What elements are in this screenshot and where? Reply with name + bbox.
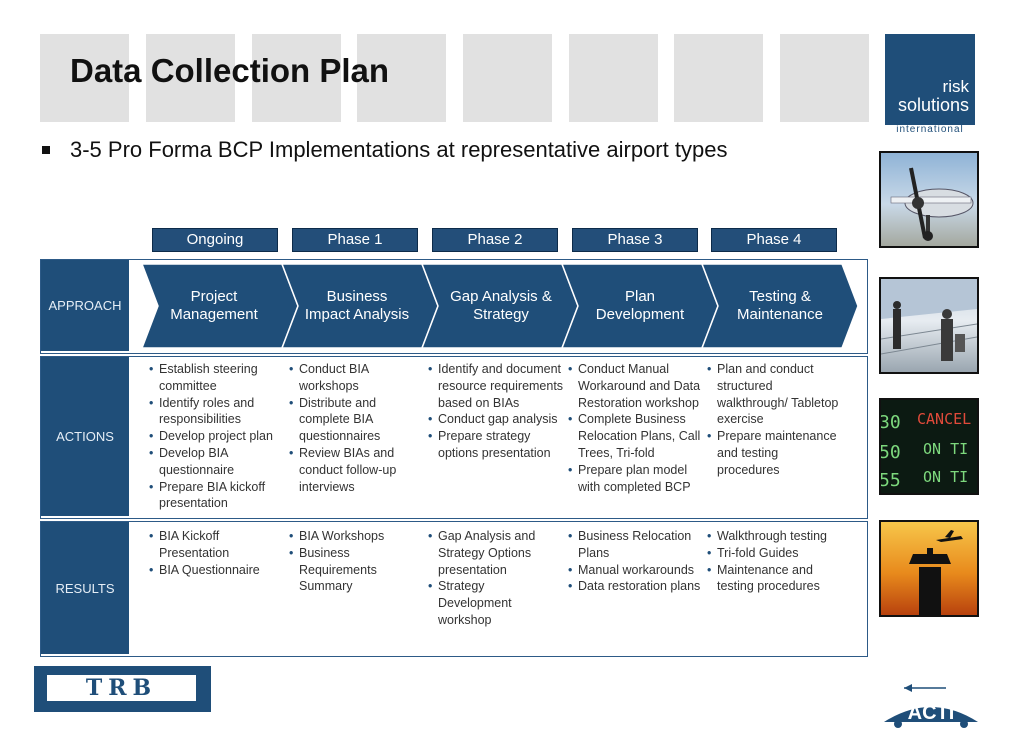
airport-terminal-photo: [879, 277, 979, 374]
logo-line-risk: risk: [942, 77, 969, 96]
phase-3: Phase 3: [572, 228, 698, 252]
approach-label-2: Business Impact Analysis: [304, 288, 410, 323]
title-band-segment: [780, 34, 869, 122]
list-item: Establish steering committee: [148, 361, 288, 395]
acti-logo-text: ACTI: [908, 702, 955, 724]
actions-phase-1: Conduct BIA workshops Distribute and com…: [288, 361, 416, 495]
title-band-segment: [40, 34, 129, 122]
row-label-actions: ACTIONS: [41, 357, 129, 516]
list-item: Prepare plan model with completed BCP: [567, 462, 705, 496]
list-item: Data restoration plans: [567, 578, 705, 595]
list-item: Business Relocation Plans: [567, 528, 705, 562]
list-item: Develop project plan: [148, 428, 288, 445]
results-phase-1: BIA Workshops Business Requirements Summ…: [288, 528, 416, 595]
list-item: Identify and document resource requireme…: [427, 361, 565, 411]
list-item: Maintenance and testing procedures: [706, 562, 844, 596]
departure-board-photo: 30 CANCEL 50 ON TI 55 ON TI: [879, 398, 979, 495]
trb-logo-text: TRB: [47, 675, 196, 701]
list-item: Review BIAs and conduct follow-up interv…: [288, 445, 416, 495]
list-item: Conduct BIA workshops: [288, 361, 416, 395]
row-label-results: RESULTS: [41, 522, 129, 654]
title-band-segment: [569, 34, 658, 122]
phase-4: Phase 4: [711, 228, 837, 252]
list-item: BIA Questionnaire: [148, 562, 286, 579]
title-band-segment: [463, 34, 552, 122]
actions-phase-2: Identify and document resource requireme…: [427, 361, 565, 462]
slide-title: Data Collection Plan: [70, 52, 390, 89]
phase-2: Phase 2: [432, 228, 558, 252]
approach-label-4: Plan Development: [595, 288, 685, 323]
actions-phase-3: Conduct Manual Workaround and Data Resto…: [567, 361, 705, 495]
list-item: Strategy Development workshop: [427, 578, 555, 628]
board-text: 50: [881, 442, 901, 463]
list-item: Prepare BIA kickoff presentation: [148, 479, 288, 513]
list-item: Conduct Manual Workaround and Data Resto…: [567, 361, 705, 411]
risk-solutions-logo: risk solutions: [885, 34, 975, 125]
approach-label-1: Project Management: [170, 288, 258, 323]
results-phase-4: Walkthrough testing Tri-fold Guides Main…: [706, 528, 844, 595]
list-item: BIA Workshops: [288, 528, 416, 545]
list-item: Walkthrough testing: [706, 528, 844, 545]
list-item: Distribute and complete BIA questionnair…: [288, 395, 416, 445]
results-phase-2: Gap Analysis and Strategy Options presen…: [427, 528, 555, 629]
trb-logo: TRB: [34, 666, 211, 712]
list-item: Plan and conduct structured walkthrough/…: [706, 361, 842, 428]
phase-1: Phase 1: [292, 228, 418, 252]
actions-phase-4: Plan and conduct structured walkthrough/…: [706, 361, 842, 479]
list-item: Manual workarounds: [567, 562, 705, 579]
list-item: Conduct gap analysis: [427, 411, 565, 428]
list-item: Gap Analysis and Strategy Options presen…: [427, 528, 555, 578]
list-item: Complete Business Relocation Plans, Call…: [567, 411, 705, 461]
logo-line-international: international: [896, 124, 964, 135]
title-band-segment: [674, 34, 763, 122]
board-text: CANCEL: [917, 410, 971, 428]
list-item: Identify roles and responsibilities: [148, 395, 288, 429]
board-text: ON TI: [923, 440, 968, 458]
airplane-propeller-photo: [879, 151, 979, 248]
phase-ongoing: Ongoing: [152, 228, 278, 252]
approach-label-5: Testing & Maintenance: [737, 288, 823, 323]
title-band-segment: [146, 34, 235, 122]
list-item: Business Requirements Summary: [288, 545, 416, 595]
list-item: Tri-fold Guides: [706, 545, 844, 562]
logo-line-solutions: solutions: [897, 95, 969, 115]
control-tower-sunset-photo: [879, 520, 979, 617]
board-text: 55: [881, 470, 901, 491]
bullet-text: 3-5 Pro Forma BCP Implementations at rep…: [70, 137, 728, 162]
bullet-square-icon: [42, 146, 50, 154]
acti-logo: ACTI: [884, 684, 978, 728]
row-label-approach: APPROACH: [41, 260, 129, 351]
board-text: 30: [881, 412, 901, 433]
list-item: Develop BIA questionnaire: [148, 445, 288, 479]
board-text: ON TI: [923, 468, 968, 486]
approach-label-3: Gap Analysis & Strategy: [450, 288, 552, 323]
title-band-segment: [252, 34, 341, 122]
results-ongoing: BIA Kickoff Presentation BIA Questionnai…: [148, 528, 286, 578]
list-item: Prepare strategy options presentation: [427, 428, 565, 462]
list-item: Prepare maintenance and testing procedur…: [706, 428, 842, 478]
actions-ongoing: Establish steering committee Identify ro…: [148, 361, 288, 512]
title-band-segment: [357, 34, 446, 122]
results-phase-3: Business Relocation Plans Manual workaro…: [567, 528, 705, 595]
list-item: BIA Kickoff Presentation: [148, 528, 286, 562]
